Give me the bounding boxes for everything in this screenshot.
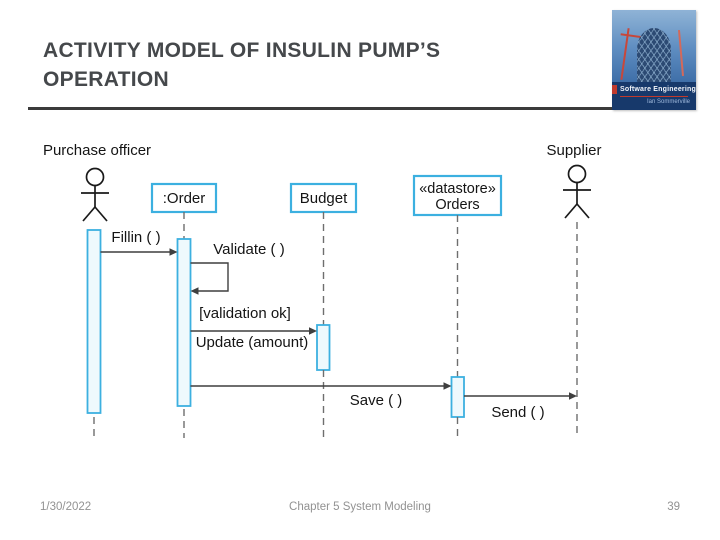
message-save: Save ( ) bbox=[190, 382, 452, 409]
actor-label: Purchase officer bbox=[43, 142, 151, 159]
object-budget: Budget bbox=[289, 182, 358, 438]
message-label: Update (amount) bbox=[196, 334, 309, 351]
object-box bbox=[412, 174, 503, 217]
object-order: :Order bbox=[150, 182, 218, 438]
stick-figure-icon bbox=[563, 164, 591, 219]
crane-icon bbox=[620, 28, 630, 80]
book-cover-band: Software Engineering Ian Sommerville bbox=[612, 82, 696, 110]
arrowhead bbox=[169, 248, 178, 256]
footer-date: 1/30/2022 bbox=[40, 501, 92, 513]
title-divider bbox=[28, 107, 696, 110]
arrowhead bbox=[443, 382, 452, 390]
footer-page-number: 39 bbox=[667, 501, 680, 513]
cover-red-line bbox=[620, 96, 688, 97]
actor-supplier: Supplier bbox=[546, 142, 602, 438]
message-guard: [validation ok] bbox=[199, 305, 291, 322]
crane-icon bbox=[677, 30, 685, 76]
activation-bar bbox=[316, 324, 331, 371]
object-stereotype: «datastore» bbox=[419, 181, 496, 197]
activation-bar bbox=[450, 376, 465, 418]
stick-figure-icon bbox=[81, 167, 109, 222]
message-validate-self: Validate ( ) bbox=[190, 241, 285, 295]
slide-title: ACTIVITY MODEL OF INSULIN PUMP’S OPERATI… bbox=[43, 39, 441, 91]
book-cover-image: Software Engineering Ian Sommerville bbox=[612, 10, 696, 110]
arrowhead bbox=[190, 287, 199, 295]
arrowhead bbox=[569, 392, 577, 400]
message-fillin: Fillin ( ) bbox=[100, 229, 178, 256]
message-label: Save ( ) bbox=[350, 392, 403, 409]
actor-label: Supplier bbox=[546, 142, 601, 159]
message-label: Fillin ( ) bbox=[111, 229, 160, 246]
message-send: Send ( ) bbox=[464, 392, 577, 421]
book-author: Ian Sommerville bbox=[646, 99, 690, 105]
sequence-diagram: Purchase officer Supplier :Order bbox=[43, 142, 602, 438]
slide-footer: Chapter 5 System Modeling 1/30/2022 39 bbox=[0, 501, 720, 521]
object-label: Orders bbox=[435, 197, 479, 213]
activation-bar bbox=[176, 238, 192, 407]
message-update: [validation ok] Update (amount) bbox=[190, 305, 317, 351]
activation-bar bbox=[86, 229, 102, 414]
arrowhead bbox=[309, 327, 317, 335]
object-label: Budget bbox=[300, 190, 348, 207]
object-label: :Order bbox=[163, 190, 206, 207]
actor-purchase-officer: Purchase officer bbox=[43, 142, 151, 438]
message-label: Send ( ) bbox=[491, 404, 544, 421]
footer-chapter: Chapter 5 System Modeling bbox=[289, 501, 431, 513]
book-title: Software Engineering bbox=[620, 86, 696, 93]
gherkin-building-icon bbox=[637, 28, 671, 84]
object-orders-datastore: «datastore» Orders bbox=[412, 174, 503, 438]
cover-red-tab bbox=[612, 85, 617, 94]
message-label: Validate ( ) bbox=[213, 241, 284, 258]
